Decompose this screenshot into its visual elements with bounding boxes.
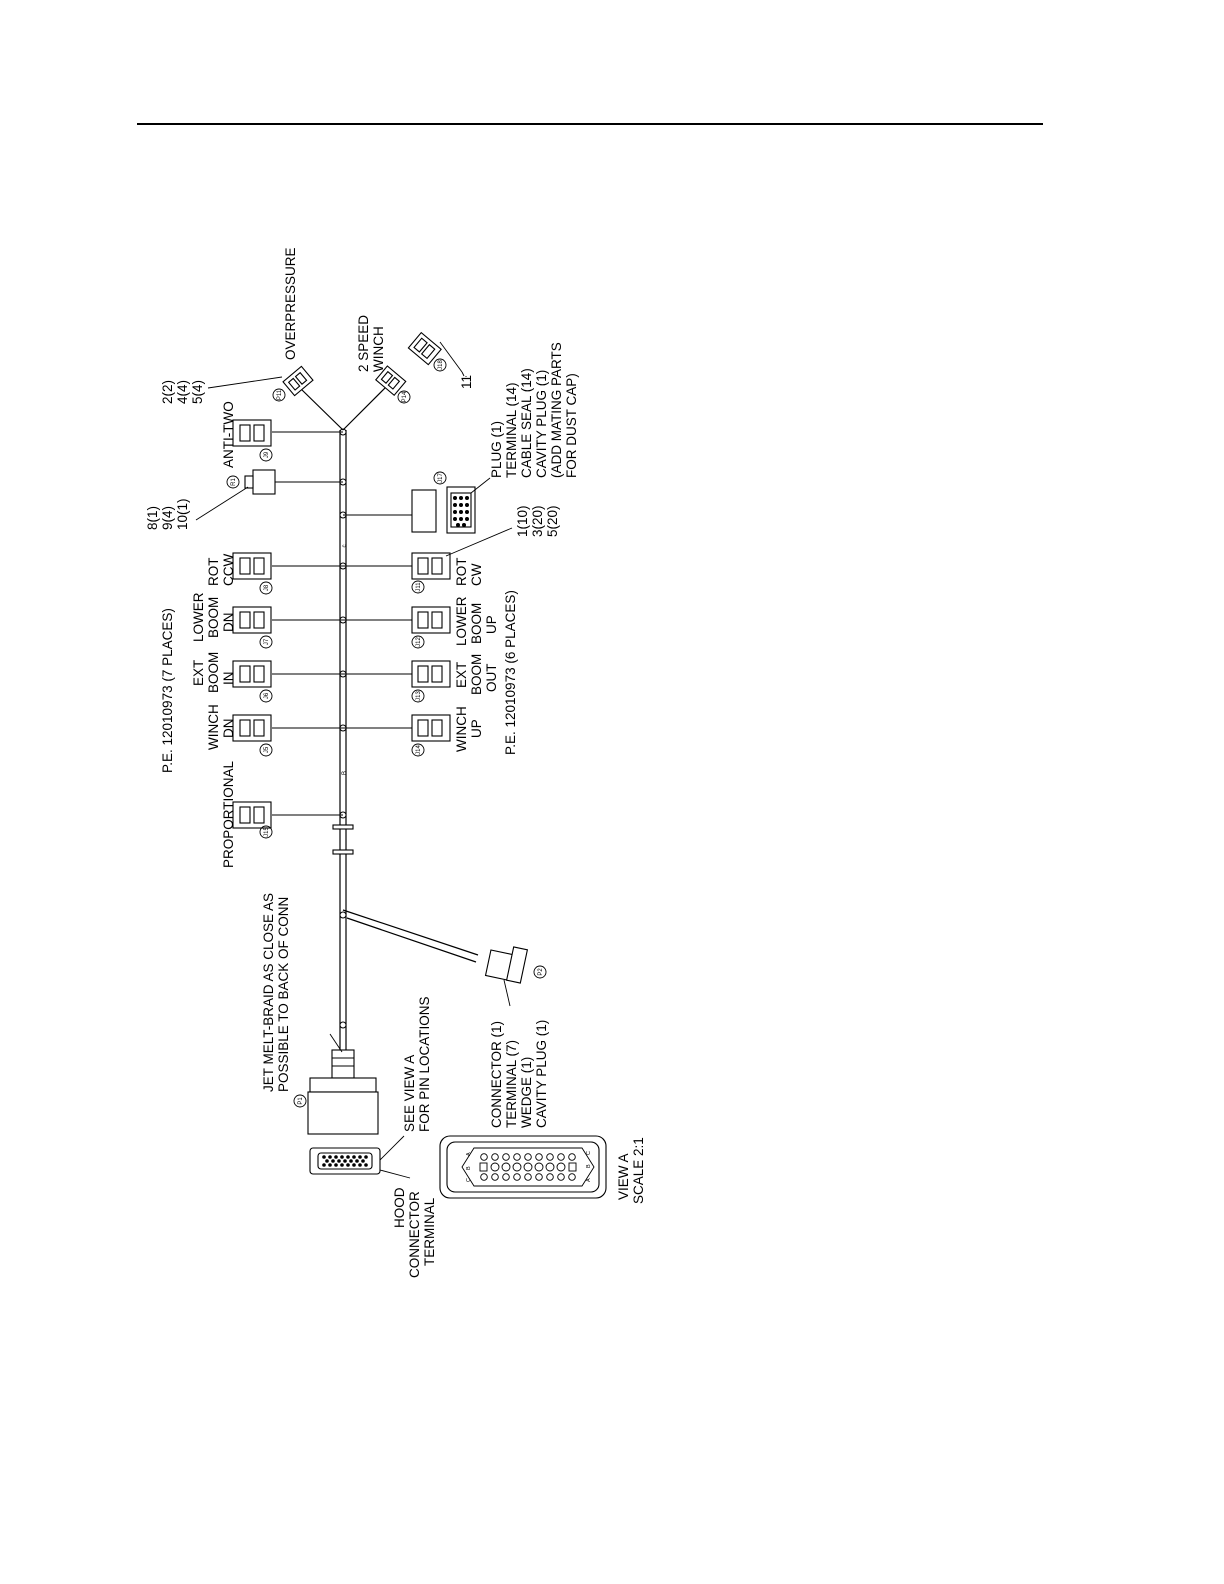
label-callout-11: 11	[459, 375, 474, 389]
svg-text:J6: J6	[264, 692, 270, 699]
svg-text:BOOM: BOOM	[206, 597, 221, 638]
svg-text:J12: J12	[416, 637, 422, 647]
svg-text:DN: DN	[221, 719, 236, 739]
svg-text:TERMINAL (14): TERMINAL (14)	[504, 382, 519, 478]
svg-text:3(20): 3(20)	[530, 505, 545, 537]
svg-text:(ADD MATING PARTS: (ADD MATING PARTS	[549, 342, 564, 478]
svg-text:B: B	[342, 771, 348, 775]
svg-text:CAVITY PLUG (1): CAVITY PLUG (1)	[534, 370, 549, 478]
svg-text:C: C	[466, 1178, 472, 1182]
svg-text:J17: J17	[438, 473, 444, 483]
connector-j18	[407, 331, 442, 366]
svg-text:EXT: EXT	[191, 660, 206, 686]
svg-text:LOWER: LOWER	[191, 592, 206, 642]
svg-text:PLUG (1): PLUG (1)	[489, 421, 504, 478]
svg-text:WEDGE (1): WEDGE (1)	[519, 1057, 534, 1128]
svg-text:P1: P1	[298, 1097, 304, 1105]
svg-text:TERMINAL (7): TERMINAL (7)	[504, 1040, 519, 1128]
svg-text:c: c	[342, 545, 348, 548]
lower-connectors: J11 J12 J13 J14	[343, 527, 513, 757]
svg-text:1(10): 1(10)	[515, 505, 530, 537]
svg-text:10(1): 10(1)	[175, 498, 190, 530]
svg-text:A: A	[586, 1178, 592, 1182]
svg-text:P2: P2	[538, 968, 544, 976]
svg-text:UP: UP	[484, 615, 499, 634]
svg-text:CCW: CCW	[221, 554, 236, 586]
svg-text:B: B	[586, 1164, 592, 1168]
svg-text:5(20): 5(20)	[545, 505, 560, 537]
connector-p2: P2	[342, 909, 547, 1007]
svg-text:FOR DUST CAP): FOR DUST CAP)	[564, 373, 579, 478]
view-a-pin-layout: C B A A B C	[439, 1135, 607, 1199]
svg-text:B: B	[466, 1166, 472, 1170]
svg-text:J15: J15	[264, 827, 270, 837]
connector-p11	[282, 365, 314, 397]
label-pe-bottom: P.E. 12010973 (6 PLACES)	[503, 590, 518, 755]
connector-id-p14: P14	[402, 391, 408, 402]
connector-id-j18: J18	[438, 360, 444, 370]
svg-text:J14: J14	[416, 745, 422, 755]
svg-text:J11: J11	[416, 582, 422, 592]
svg-text:WINCH: WINCH	[454, 706, 469, 752]
svg-text:UP: UP	[469, 719, 484, 738]
svg-text:ROT: ROT	[206, 558, 221, 587]
svg-text:WINCH: WINCH	[206, 704, 221, 750]
svg-text:CABLE SEAL (14): CABLE SEAL (14)	[519, 368, 534, 478]
svg-text:J5: J5	[264, 746, 270, 753]
svg-text:EXT: EXT	[454, 662, 469, 688]
svg-text:J13: J13	[416, 691, 422, 701]
connector-p14	[375, 365, 407, 397]
label-anti-two: ANTI-TWO	[221, 401, 236, 468]
svg-text:CONNECTOR (1): CONNECTOR (1)	[489, 1021, 504, 1128]
label-winch: WINCH	[371, 326, 386, 372]
svg-text:FOR PIN LOCATIONS: FOR PIN LOCATIONS	[417, 996, 432, 1132]
svg-text:J7: J7	[264, 638, 270, 645]
svg-text:POSSIBLE TO BACK OF CONN: POSSIBLE TO BACK OF CONN	[276, 897, 291, 1092]
svg-text:BOOM: BOOM	[469, 603, 484, 644]
svg-text:DN: DN	[221, 613, 236, 633]
connector-id-p11: P11	[277, 389, 283, 400]
svg-text:VIEW A: VIEW A	[616, 1153, 631, 1200]
svg-text:2(2): 2(2)	[160, 380, 175, 404]
connector-j9: J9	[232, 419, 343, 462]
svg-text:8(1): 8(1)	[145, 506, 160, 530]
svg-text:TERMINAL: TERMINAL	[422, 1197, 437, 1266]
svg-text:SCALE 2:1: SCALE 2:1	[631, 1137, 646, 1204]
svg-text:HOOD: HOOD	[392, 1187, 407, 1228]
svg-text:J9: J9	[264, 451, 270, 458]
label-2-speed: 2 SPEED	[356, 315, 371, 372]
svg-text:BOOM: BOOM	[206, 652, 221, 693]
connector-p1: P1	[293, 1033, 411, 1179]
svg-text:BOOM: BOOM	[469, 654, 484, 695]
svg-text:SEE VIEW A: SEE VIEW A	[402, 1055, 417, 1132]
svg-text:5(4): 5(4)	[190, 380, 205, 404]
svg-text:4(4): 4(4)	[175, 380, 190, 404]
svg-text:CW: CW	[469, 563, 484, 586]
svg-text:OUT: OUT	[484, 664, 499, 693]
svg-text:J8: J8	[264, 584, 270, 591]
svg-text:CONNECTOR: CONNECTOR	[407, 1191, 422, 1278]
svg-text:CAVITY PLUG (1): CAVITY PLUG (1)	[534, 1020, 549, 1128]
connector-j17: J17	[343, 471, 491, 534]
svg-text:LOWER: LOWER	[454, 596, 469, 646]
svg-text:JET MELT-BRAID AS CLOSE AS: JET MELT-BRAID AS CLOSE AS	[261, 893, 276, 1092]
connector-r1: R1	[195, 469, 343, 521]
svg-text:C: C	[586, 1151, 592, 1155]
svg-text:A: A	[466, 1152, 472, 1156]
label-pe-top: P.E. 12010973 (7 PLACES)	[160, 608, 175, 773]
svg-text:ROT: ROT	[454, 558, 469, 587]
svg-text:9(4): 9(4)	[160, 506, 175, 530]
upper-connectors: J8 J7 J6 J5 J15	[232, 552, 343, 839]
harness-trunk: c B	[332, 428, 354, 1055]
svg-text:IN: IN	[221, 672, 236, 686]
labels: OVERPRESSURE 2 SPEED WINCH 2(2) 4(4) 5(4…	[145, 247, 646, 1278]
label-overpressure: OVERPRESSURE	[283, 247, 298, 360]
label-proportional: PROPORTIONAL	[221, 760, 236, 868]
svg-text:R1: R1	[231, 478, 237, 486]
top-branches: P11 P14 J18	[207, 331, 465, 431]
